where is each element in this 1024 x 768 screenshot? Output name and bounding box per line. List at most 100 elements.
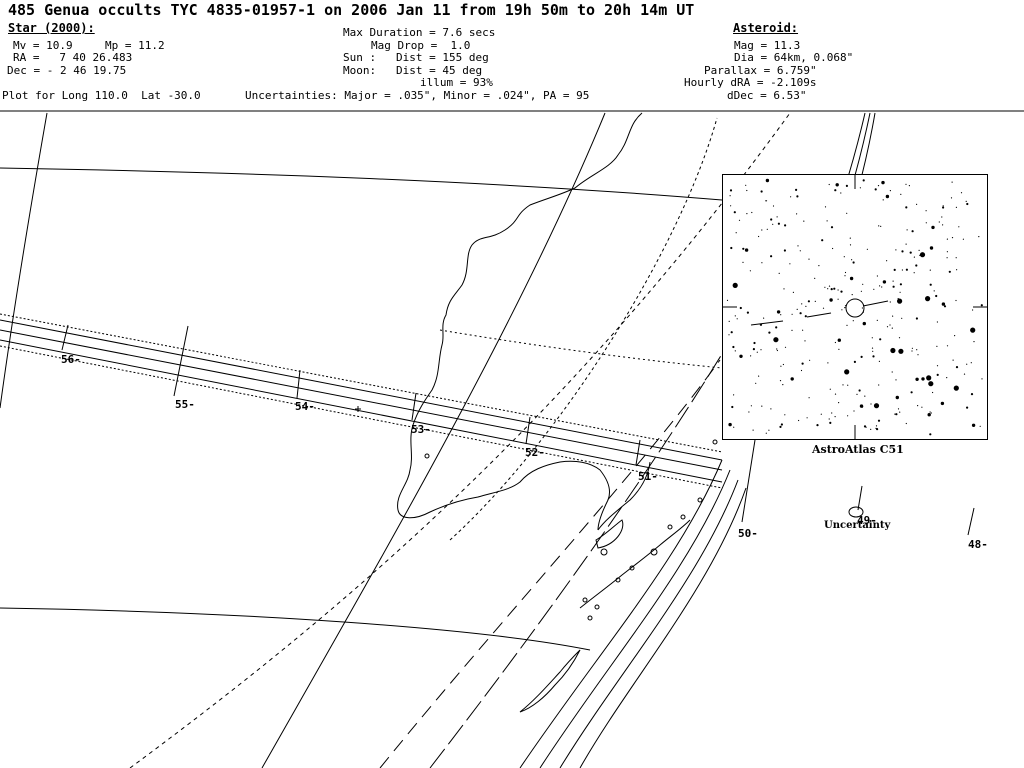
field-star [804, 340, 806, 342]
field-star [891, 327, 893, 329]
field-star [921, 377, 925, 381]
field-star [946, 257, 948, 259]
field-star [895, 413, 898, 416]
field-star [881, 180, 885, 185]
field-star [906, 229, 908, 231]
field-star [893, 268, 896, 271]
path-continuation [539, 469, 731, 768]
field-star [818, 265, 820, 267]
field-star [820, 413, 822, 415]
field-star [829, 421, 832, 424]
field-star [905, 183, 907, 185]
field-star [936, 365, 939, 367]
field-star [878, 360, 880, 362]
time-label-50: 50- [738, 527, 758, 540]
field-star [891, 350, 893, 353]
field-star [970, 327, 976, 333]
field-star [898, 337, 901, 339]
field-star [941, 216, 943, 218]
field-star [752, 348, 755, 351]
uncertainty-label: Uncertainty [824, 520, 891, 531]
field-star [773, 337, 779, 343]
asteroid-heading: Asteroid: [733, 21, 799, 35]
field-star [780, 423, 783, 426]
field-star [898, 348, 904, 354]
asteroid-mag: Mag = 11.3 [734, 39, 801, 52]
field-star [829, 298, 833, 302]
field-star [770, 408, 772, 410]
star-ra: RA = 7 40 26.483 [13, 51, 133, 64]
field-star [776, 349, 778, 352]
field-star [830, 226, 834, 229]
mag-drop: Mag Drop = 1.0 [371, 39, 471, 52]
field-star [772, 223, 774, 225]
coastline-south [579, 519, 691, 609]
uncertainty-ellipse [848, 506, 864, 518]
field-star [931, 225, 935, 230]
field-star [915, 317, 918, 320]
field-star [838, 348, 840, 350]
star-chart-inset [722, 174, 988, 440]
field-star [830, 288, 833, 291]
time-label-53: 53- [411, 423, 431, 436]
field-star [814, 300, 816, 302]
field-star [735, 232, 737, 234]
field-star [796, 195, 799, 198]
field-star [791, 313, 793, 315]
field-star [760, 349, 762, 351]
field-star [871, 337, 873, 339]
field-star [911, 350, 913, 352]
field-star [932, 391, 934, 394]
field-star [733, 394, 735, 396]
field-star [958, 226, 960, 228]
field-star [837, 298, 839, 300]
field-star [899, 283, 902, 286]
field-star [752, 429, 754, 431]
field-star [804, 315, 807, 318]
field-star [792, 291, 794, 293]
field-star [832, 247, 834, 250]
field-star [751, 211, 753, 214]
field-star [929, 411, 931, 413]
field-star [775, 326, 778, 329]
field-star [874, 188, 877, 191]
field-star [783, 249, 786, 252]
moon-distance: Moon: Dist = 45 deg [343, 64, 483, 77]
field-star [745, 184, 747, 186]
path-continuation [579, 487, 747, 768]
field-star [962, 238, 964, 240]
field-star [925, 222, 927, 224]
field-star [827, 288, 829, 290]
field-star [892, 315, 894, 317]
path-uncertainty-south [0, 345, 723, 489]
field-star [828, 418, 830, 420]
path-uncertainty-north [0, 313, 723, 453]
time-label-55: 55- [175, 398, 195, 411]
field-star [941, 302, 946, 306]
field-star [776, 216, 778, 218]
field-star [905, 206, 908, 209]
field-star [732, 345, 735, 349]
field-star [946, 377, 948, 379]
field-star [790, 377, 794, 381]
time-tick [296, 369, 301, 399]
field-star [863, 425, 867, 428]
field-star [979, 425, 981, 427]
field-star [917, 405, 919, 407]
field-star [911, 230, 914, 233]
earth-limb [261, 112, 606, 768]
field-star [770, 255, 773, 258]
field-star [777, 222, 780, 225]
field-star [948, 270, 951, 273]
field-star [895, 379, 897, 381]
field-star [776, 348, 778, 350]
field-star [816, 424, 819, 427]
field-star [946, 251, 948, 253]
field-star [834, 341, 836, 344]
field-star [963, 373, 966, 375]
field-star [879, 285, 881, 287]
time-label-51: 51- [638, 470, 658, 483]
field-star [807, 300, 810, 303]
field-star [970, 362, 972, 364]
field-star [929, 246, 934, 250]
